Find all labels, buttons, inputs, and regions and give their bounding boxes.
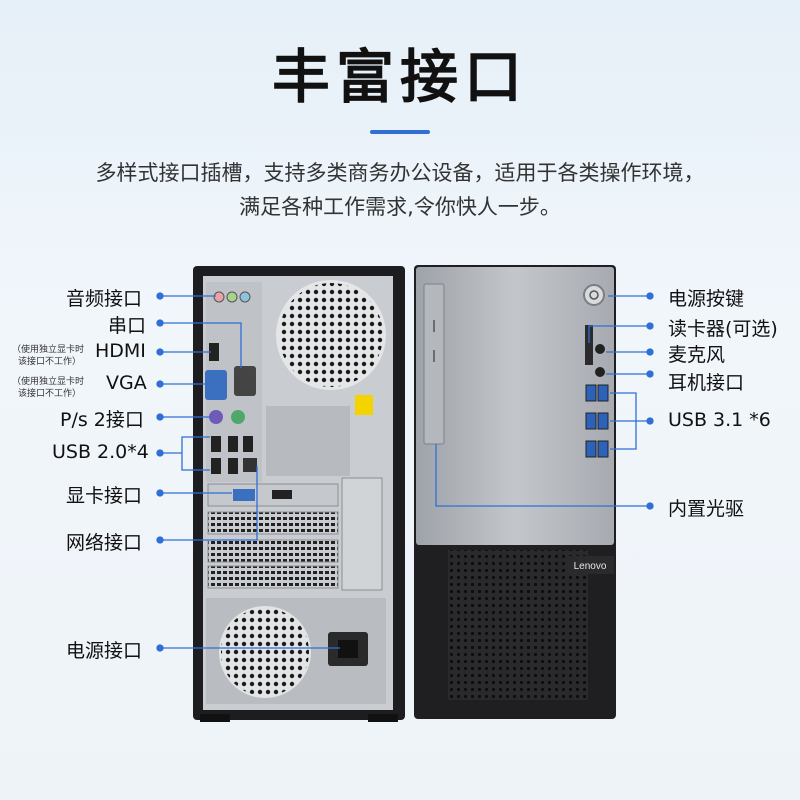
subtitle-line-1: 多样式接口插槽，支持多类商务办公设备，适用于各类操作环境， — [95, 161, 705, 185]
right-callout-lines — [435, 292, 654, 510]
label-usb31: USB 3.1 *6 — [668, 409, 771, 431]
vga-note-line-1: （使用独立显卡时 — [12, 377, 85, 387]
title-underline — [370, 130, 430, 134]
label-card-reader: 读卡器(可选) — [668, 318, 778, 340]
vga-note-line-2: 该接口不工作） — [18, 389, 82, 399]
label-gpu-port: 显卡接口 — [66, 485, 143, 507]
brand-text: Lenovo — [574, 561, 607, 572]
tower-back — [193, 266, 405, 722]
label-mic: 麦克风 — [668, 344, 726, 366]
label-headphone: 耳机接口 — [668, 372, 745, 394]
label-audio-port: 音频接口 — [66, 288, 143, 310]
label-power-port: 电源接口 — [66, 640, 143, 662]
label-network-port: 网络接口 — [66, 532, 143, 554]
label-usb2: USB 2.0*4 — [52, 441, 149, 463]
label-power-button: 电源按键 — [668, 288, 745, 310]
subtitle-line-2: 满足各种工作需求,令你快人一步。 — [239, 195, 561, 219]
label-serial-port: 串口 — [108, 315, 147, 337]
label-hdmi: HDMI — [95, 340, 146, 362]
label-vga: VGA — [106, 372, 147, 394]
tower-front: Lenovo — [414, 265, 616, 719]
page-title: 丰富接口 — [271, 43, 528, 111]
left-callout-lines — [156, 292, 340, 652]
label-optical-drive: 内置光驱 — [668, 498, 745, 520]
hdmi-note-line-2: 该接口不工作） — [18, 357, 82, 367]
label-ps2: P/s 2接口 — [60, 409, 144, 431]
hdmi-note-line-1: （使用独立显卡时 — [12, 345, 85, 355]
